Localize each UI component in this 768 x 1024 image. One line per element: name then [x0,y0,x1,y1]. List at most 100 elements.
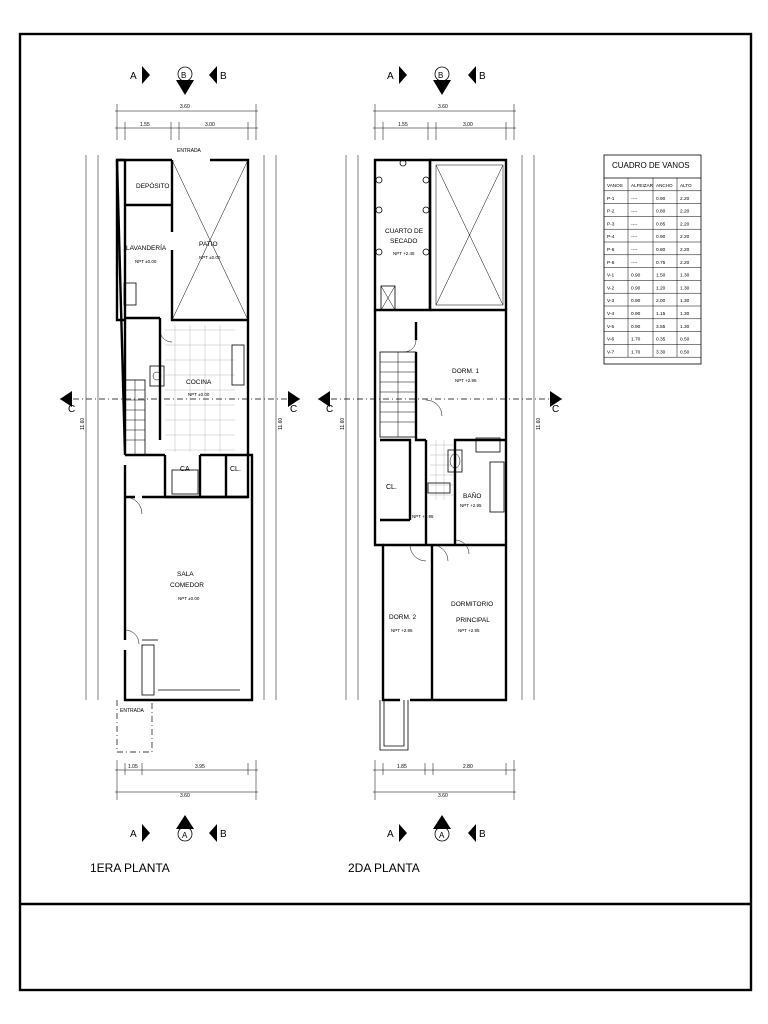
svg-text:3.00: 3.00 [463,122,473,128]
entrada-top-label: ENTRADA [177,148,202,154]
svg-text:3.00: 3.00 [205,122,215,128]
svg-text:11.60: 11.60 [536,418,542,430]
room-principal-line1: DORMITORIO [451,601,493,608]
level-sala: NPT ±0.00 [178,596,200,601]
schedule-cell: P-4 [607,234,615,240]
schedule-cell: 0.90 [656,196,666,202]
schedule-cell: 0.80 [656,247,666,253]
svg-text:11.60: 11.60 [340,418,346,430]
schedule-cell: 0.90 [631,311,641,317]
schedule-cell: 1.50 [656,273,666,279]
schedule-cell: 0.85 [656,221,666,227]
floor2-bottom-dimensions: 1.85 2.80 3.60 [373,760,516,800]
svg-text:3.60: 3.60 [438,793,448,799]
schedule-cell: ---- [631,210,638,215]
schedule-cell: 1.30 [680,311,690,317]
schedule-cell: ---- [631,222,638,227]
svg-text:C: C [290,404,297,415]
level-secado: NPT +2.45 [393,251,415,256]
schedule-cell: V-5 [607,324,615,330]
schedule-cell: 2.00 [656,298,666,304]
floor1-title: 1ERA PLANTA [90,861,170,875]
schedule-cell: V-6 [607,337,615,343]
schedule-header-cell: ALTO [680,183,692,188]
room-cl-2: CL. [386,484,397,491]
schedule-cell: 0.35 [656,337,666,343]
schedule-cell: ---- [631,235,638,240]
room-principal-line2: PRINCIPAL [456,617,490,624]
room-lavanderia: LAVANDERÍA [126,243,167,252]
schedule-cell: V-2 [607,285,615,291]
svg-text:2.80: 2.80 [463,764,473,770]
svg-text:3.95: 3.95 [195,764,205,770]
schedule-cell: 0.90 [656,234,666,240]
svg-text:1.05: 1.05 [128,764,138,770]
sheet-border [18,32,753,992]
schedule-cell: P-5 [607,247,615,253]
svg-text:3.60: 3.60 [438,104,448,110]
schedule-cell: 1.70 [631,349,641,355]
section-c-left-marker: C C [60,391,300,415]
room-deposito: DEPÓSITO [136,181,169,190]
room-cocina: COCINA [186,379,212,386]
section-b-top-marker: B B [176,66,227,95]
floor1-top-dimensions: 3.60 1.55 3.00 [115,104,258,140]
level-lavanderia: NPT ±0.00 [135,259,157,264]
svg-text:B: B [479,71,486,82]
room-patio: PATIO [199,241,218,248]
schedule-cell: 0.90 [631,324,641,330]
schedule-cell: 0.50 [680,349,690,355]
schedule-cell: P-6 [607,260,615,266]
schedule-cell: 0.90 [631,285,641,291]
schedule-cell: 0.90 [631,273,641,279]
svg-text:B: B [220,71,227,82]
schedule-cell: 1.20 [656,285,666,291]
schedule-title: CUADRO DE VANOS [612,161,690,170]
svg-text:1.55: 1.55 [398,122,408,128]
schedule-cell: 1.30 [680,273,690,279]
room-cl: CL. [230,466,241,473]
schedule-header-cell: ANCHO [656,183,673,188]
schedule-cell: 1.70 [631,337,641,343]
level-cocina: NPT ±0.00 [188,392,210,397]
schedule-cell: 1.30 [680,324,690,330]
level-patio: NPT ±0.00 [199,255,221,260]
entrada-bottom-label: ENTRADA [120,708,145,714]
schedule-header-cell: ALFEIZAR [631,183,654,188]
svg-text:A: A [130,71,137,82]
schedule-header-cell: VANOS [607,183,623,188]
floor2-top-dimensions: 3.60 1.55 3.00 [373,104,516,140]
schedule-cell: 2.20 [680,209,690,215]
schedule-cell: 0.90 [631,298,641,304]
section-a-top-marker: A [130,66,150,84]
floor2-plan: A B B 3.60 1.55 3.00 11.60 [318,66,562,875]
section-a-bottom-marker: A A B [130,815,227,842]
floor2-side-dimensions: 11.60 11.60 [340,155,542,700]
svg-text:A: A [387,829,394,840]
svg-text:A: A [439,831,445,840]
svg-text:1.55: 1.55 [140,122,150,128]
schedule-cell: P-1 [607,196,615,202]
floor1-plan: A B B 3.60 1.55 3.00 [60,66,300,875]
schedule-cell: V-3 [607,298,615,304]
schedule-cell: 1.30 [680,285,690,291]
schedule-cell: ---- [631,197,638,202]
room-dorm1: DORM. 1 [452,368,479,375]
schedule-cell: P-2 [607,209,615,215]
schedule-cell: V-1 [607,273,615,279]
room-secado-line2: SECADO [390,238,417,245]
svg-text:A: A [182,831,188,840]
svg-text:B: B [220,829,227,840]
svg-text:11.60: 11.60 [80,418,86,430]
floor1-stair [124,379,146,456]
svg-text:1.85: 1.85 [397,764,407,770]
section-c-right-marker: C C [318,391,562,415]
level-principal: NPT +2.95 [458,628,480,633]
svg-text:B: B [479,829,486,840]
section-a-bottom-marker-2: A A B [387,815,486,842]
level-dorm2: NPT +2.95 [391,628,413,633]
schedule-cell: 0.75 [656,260,666,266]
svg-text:11.60: 11.60 [278,418,284,430]
schedule-cell: 0.80 [656,209,666,215]
schedule-cell: ---- [631,248,638,253]
